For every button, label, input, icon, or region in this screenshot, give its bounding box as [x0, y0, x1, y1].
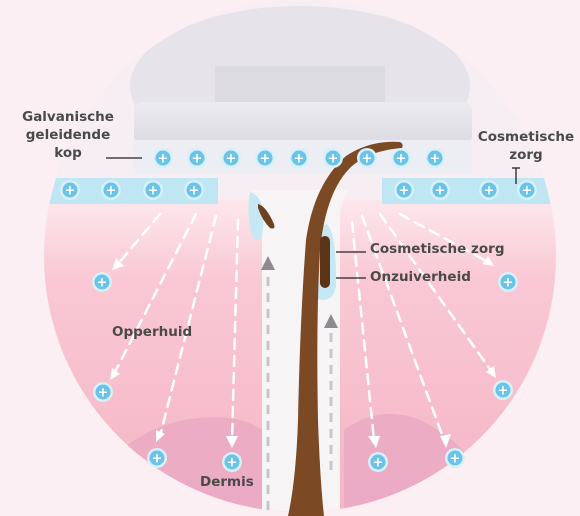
- impurity-right: [320, 236, 330, 288]
- ion-particle: +: [517, 180, 537, 200]
- ion-plus-sign: +: [396, 152, 407, 167]
- ion-plus-sign: +: [484, 184, 495, 199]
- label-epidermis: Opperhuid: [112, 323, 192, 341]
- label-dermis: Dermis: [200, 473, 254, 491]
- label-galvanic-head: Galvanische geleidende kop: [14, 108, 122, 162]
- ion-particle: +: [425, 148, 445, 168]
- ion-particle: +: [147, 448, 167, 468]
- ion-particle: +: [394, 180, 414, 200]
- ion-particle: +: [60, 180, 80, 200]
- ion-particle: +: [187, 148, 207, 168]
- label-galvanic-line3: kop: [14, 144, 122, 162]
- ion-plus-sign: +: [189, 184, 200, 199]
- ion-plus-sign: +: [148, 184, 159, 199]
- label-cosmetic-care-middle: Cosmetische zorg: [370, 240, 504, 258]
- ion-plus-sign: +: [450, 452, 461, 467]
- ion-plus-sign: +: [373, 456, 384, 471]
- label-cosm-tr-line2: zorg: [474, 146, 578, 164]
- ion-plus-sign: +: [226, 152, 237, 167]
- ion-plus-sign: +: [399, 184, 410, 199]
- galvanic-head-body: [134, 102, 472, 144]
- ion-particle: +: [323, 148, 343, 168]
- ion-plus-sign: +: [362, 152, 373, 167]
- ion-particle: +: [445, 448, 465, 468]
- ion-plus-sign: +: [158, 152, 169, 167]
- label-cosm-tr-line1: Cosmetische: [474, 128, 578, 146]
- label-galvanic-line1: Galvanische: [14, 108, 122, 126]
- ion-plus-sign: +: [97, 276, 108, 291]
- label-cosmetic-care-top: Cosmetische zorg: [474, 128, 578, 164]
- label-galvanic-line2: geleidende: [14, 126, 122, 144]
- ion-particle: +: [357, 148, 377, 168]
- ion-plus-sign: +: [260, 152, 271, 167]
- ion-plus-sign: +: [294, 152, 305, 167]
- ion-plus-sign: +: [106, 184, 117, 199]
- ion-plus-sign: +: [227, 456, 238, 471]
- ion-plus-sign: +: [522, 184, 533, 199]
- ion-particle: +: [368, 452, 388, 472]
- ion-plus-sign: +: [65, 184, 76, 199]
- ion-particle: +: [391, 148, 411, 168]
- ion-particle: +: [184, 180, 204, 200]
- ion-particle: +: [153, 148, 173, 168]
- ion-plus-sign: +: [328, 152, 339, 167]
- ion-particle: +: [92, 272, 112, 292]
- ion-plus-sign: +: [498, 384, 509, 399]
- ion-particle: +: [93, 382, 113, 402]
- ion-particle: +: [430, 180, 450, 200]
- ion-particle: +: [479, 180, 499, 200]
- ion-plus-sign: +: [192, 152, 203, 167]
- ion-particle: +: [221, 148, 241, 168]
- label-impurity: Onzuiverheid: [370, 268, 471, 286]
- ion-particle: +: [498, 272, 518, 292]
- ion-particle: +: [101, 180, 121, 200]
- ion-plus-sign: +: [503, 276, 514, 291]
- ion-plus-sign: +: [98, 386, 109, 401]
- ion-particle: +: [222, 452, 242, 472]
- ion-plus-sign: +: [152, 452, 163, 467]
- ion-particle: +: [255, 148, 275, 168]
- ion-plus-sign: +: [430, 152, 441, 167]
- ion-particle: +: [493, 380, 513, 400]
- ion-particle: +: [143, 180, 163, 200]
- ion-particle: +: [289, 148, 309, 168]
- ion-plus-sign: +: [435, 184, 446, 199]
